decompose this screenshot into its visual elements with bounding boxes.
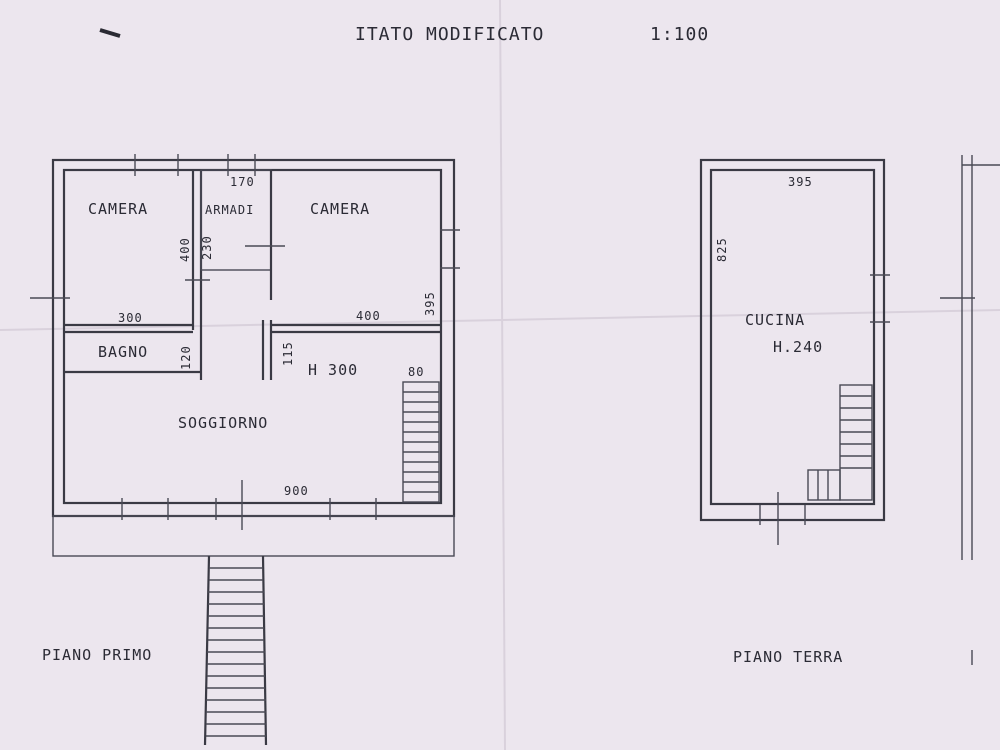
ground-window-marks (759, 274, 975, 545)
drawing-scale: 1:100 (650, 24, 709, 45)
dim-armadi-width: 170 (230, 175, 255, 189)
dim-camera-right-width: 400 (356, 309, 381, 323)
room-label-cucina: CUCINA (745, 311, 805, 329)
dim-camera-left-width: 300 (118, 311, 143, 325)
first-floor-height: H 300 (308, 361, 358, 379)
dim-ground-depth: 825 (715, 237, 729, 262)
room-label-soggiorno: SOGGIORNO (178, 414, 268, 432)
paper-fold-horizontal (0, 309, 1000, 331)
first-floor-plan: CAMERA ARMADI CAMERA BAGNO SOGGIORNO H 3… (30, 154, 460, 746)
ground-floor-plan: CUCINA H.240 395 825 PIANO TERRA (699, 155, 1000, 666)
paper-fold-vertical (499, 0, 506, 750)
ground-floor-inner-wall (709, 168, 876, 506)
dim-hall-depth: 115 (281, 341, 295, 366)
ground-floor-height: H.240 (773, 338, 823, 356)
dim-ground-width: 395 (788, 175, 813, 189)
room-label-camera-left: CAMERA (88, 200, 148, 218)
balcony (52, 515, 455, 557)
drawing-title: ITATO MODIFICATO (355, 24, 544, 45)
room-label-camera-right: CAMERA (310, 200, 370, 218)
dim-bagno-depth: 120 (179, 345, 193, 370)
dim-armadi-depth: 230 (200, 235, 214, 260)
first-floor-inner-wall (62, 168, 443, 505)
ground-floor-stair (807, 384, 873, 501)
external-stair (203, 555, 268, 746)
first-floor-caption: PIANO PRIMO (42, 646, 152, 664)
ground-floor-caption: PIANO TERRA (733, 648, 843, 666)
dim-total-width: 900 (284, 484, 309, 498)
internal-stair (402, 381, 440, 503)
room-label-armadi: ARMADI (205, 203, 254, 217)
room-label-bagno: BAGNO (98, 343, 148, 361)
adjacent-building-edge (961, 155, 1000, 560)
dim-stair-width: 80 (408, 365, 424, 379)
window-marks (30, 154, 460, 530)
pen-mark (99, 28, 121, 38)
dim-camera-left-depth: 400 (178, 237, 192, 262)
dim-camera-right-depth: 395 (423, 291, 437, 316)
ground-floor-outer-wall (699, 158, 886, 522)
